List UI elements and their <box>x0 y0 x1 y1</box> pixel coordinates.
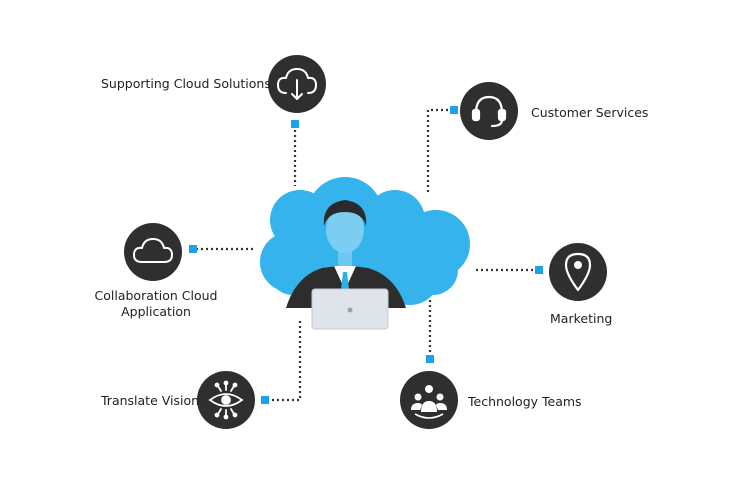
map-pin-icon <box>564 252 592 292</box>
eye-circuit-icon <box>208 380 244 420</box>
connector-endpoints <box>189 106 543 404</box>
label-customer-services: Customer Services <box>531 105 649 120</box>
node-customer-services <box>460 82 518 140</box>
node-collaboration <box>124 223 182 281</box>
endpoint-collaboration <box>189 245 197 253</box>
endpoint-customer-services <box>450 106 458 114</box>
label-collaboration-line-1: Collaboration Cloud <box>94 288 218 303</box>
endpoint-marketing <box>535 266 543 274</box>
node-translate-vision <box>197 371 255 429</box>
label-supporting-cloud-solutions: Supporting Cloud Solutions <box>101 76 271 91</box>
label-translate-vision: Translate Vision <box>101 393 200 408</box>
cloud-download-icon <box>277 68 317 100</box>
team-icon <box>411 385 447 419</box>
headset-icon <box>471 95 507 128</box>
connector-customer-services <box>426 108 453 193</box>
endpoint-technology-teams <box>426 355 434 363</box>
endpoint-translate-vision <box>261 396 269 404</box>
node-technology-teams <box>400 371 458 429</box>
connectors <box>196 108 536 402</box>
label-collaboration-cloud-application: Collaboration Cloud Application <box>88 288 224 320</box>
label-technology-teams: Technology Teams <box>468 394 582 409</box>
endpoint-supporting-cloud <box>291 120 299 128</box>
cloud-icon <box>133 238 173 263</box>
businessman-with-laptop-icon <box>286 200 406 330</box>
node-marketing <box>549 243 607 301</box>
label-collaboration-line-2: Application <box>121 304 191 319</box>
label-marketing: Marketing <box>550 311 613 326</box>
connector-translate-vision <box>268 321 302 402</box>
node-supporting-cloud <box>268 55 326 113</box>
